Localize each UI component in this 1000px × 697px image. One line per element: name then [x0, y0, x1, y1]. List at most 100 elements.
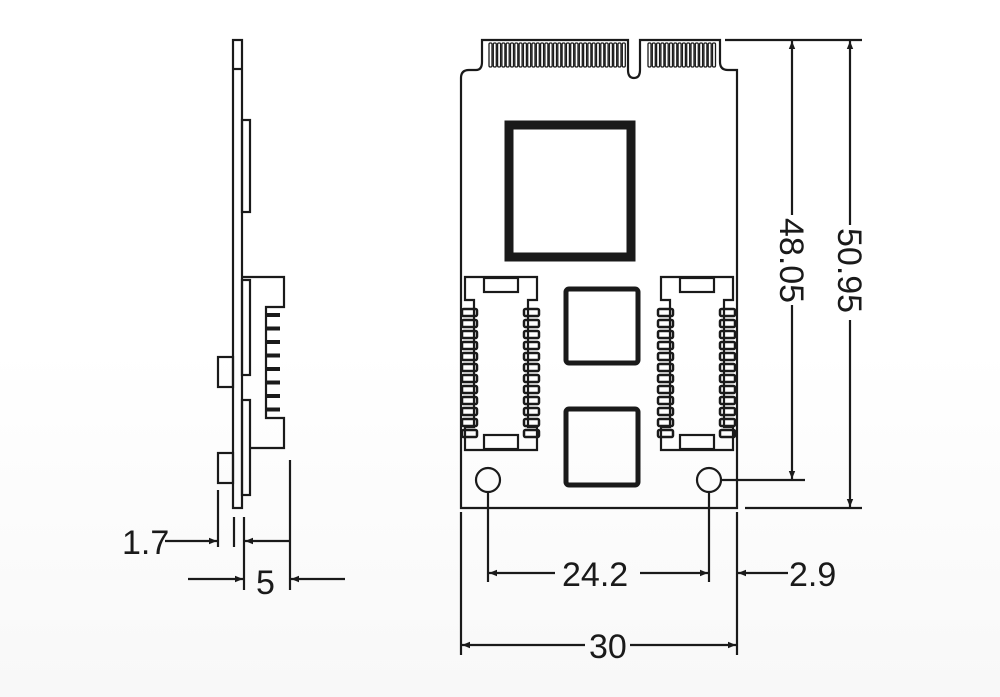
memory-chip	[563, 406, 641, 488]
connector-latch	[482, 276, 520, 294]
front-view: 24.2 2.9 30 48.05 50.95	[459, 38, 868, 666]
gold-finger	[677, 42, 682, 68]
connector-pin	[718, 428, 737, 439]
dim-label-2-9: 2.9	[789, 556, 836, 594]
dim-label-5: 5	[256, 564, 275, 602]
side-pcb	[231, 38, 244, 510]
gold-finger	[600, 42, 605, 68]
connector-pin	[522, 307, 541, 318]
gold-finger	[664, 42, 669, 68]
gold-finger	[621, 42, 626, 68]
dim-label-1-7: 1.7	[122, 524, 169, 562]
gold-finger	[531, 42, 536, 68]
side-chip	[240, 398, 252, 497]
memory-chip	[563, 286, 641, 366]
gold-finger	[496, 42, 502, 68]
gold-finger	[647, 42, 652, 68]
gold-finger	[539, 42, 545, 68]
connector-latch	[678, 276, 716, 294]
mounting-hole-left	[474, 466, 502, 494]
connector-pin	[522, 395, 541, 406]
pin	[266, 394, 280, 398]
connector-pin	[718, 307, 737, 318]
connector-pin	[656, 406, 675, 417]
gold-finger	[578, 42, 583, 68]
connector-pin	[522, 373, 541, 384]
side-chip	[240, 278, 252, 377]
connector-pin	[460, 373, 479, 384]
connector-pin	[656, 307, 675, 318]
connector-pin	[522, 362, 541, 373]
gold-finger	[613, 42, 618, 68]
connector-pin	[522, 384, 541, 395]
connector-pin	[460, 329, 479, 340]
gold-finger	[548, 42, 553, 68]
connector-pin	[656, 373, 675, 384]
connector-pin	[460, 318, 479, 329]
gold-finger	[617, 42, 622, 68]
gold-finger	[505, 42, 510, 68]
gold-finger	[552, 42, 558, 68]
connector-pin	[718, 395, 737, 406]
side-view: 1.7 5	[122, 38, 345, 602]
connector-pin	[718, 351, 737, 362]
connector-latch	[678, 433, 716, 451]
connector-pin	[522, 417, 541, 428]
main-processor-chip	[504, 120, 636, 262]
connector-body	[659, 275, 735, 452]
connector-pin	[656, 428, 675, 439]
connector-pin	[656, 329, 675, 340]
gold-finger	[698, 42, 704, 68]
pin	[266, 367, 280, 371]
connector-right	[656, 275, 737, 452]
connector-latch	[482, 433, 520, 451]
pin	[266, 326, 280, 331]
connector-pin	[522, 318, 541, 329]
gold-finger	[608, 42, 614, 68]
gold-finger	[509, 42, 515, 68]
dim-label-24-2: 24.2	[562, 556, 628, 594]
pin	[266, 313, 280, 317]
gold-finger	[501, 42, 506, 68]
side-component	[216, 451, 235, 485]
connector-pin	[656, 384, 675, 395]
connector-pin	[460, 340, 479, 351]
gold-finger	[668, 42, 674, 68]
gold-finger	[518, 42, 523, 68]
connector-pin	[656, 417, 675, 428]
connector-pin	[656, 318, 675, 329]
gold-finger	[681, 42, 687, 68]
pin	[266, 380, 280, 385]
gold-finger	[557, 42, 562, 68]
connector-left	[460, 275, 541, 452]
gold-finger	[582, 42, 588, 68]
pin	[266, 407, 280, 412]
gold-finger	[686, 42, 691, 68]
connector-pin	[522, 351, 541, 362]
pin	[266, 353, 280, 358]
gold-finger	[707, 42, 712, 68]
pin	[266, 340, 280, 344]
pcb-outline	[459, 38, 739, 510]
gold-finger	[544, 42, 549, 68]
connector-pin	[460, 351, 479, 362]
connector-pin	[522, 329, 541, 340]
side-chip	[240, 118, 252, 214]
edge-connector-fingers	[488, 42, 717, 68]
connector-pin	[718, 417, 737, 428]
dim-label-48-05: 48.05	[772, 218, 810, 303]
connector-pin	[460, 417, 479, 428]
connector-pin	[656, 351, 675, 362]
connector-pin	[718, 362, 737, 373]
dim-label-50-95: 50.95	[830, 228, 868, 313]
side-component	[216, 355, 235, 389]
connector-pin	[460, 307, 479, 318]
connector-pin	[718, 406, 737, 417]
gold-finger	[587, 42, 592, 68]
gold-finger	[488, 42, 493, 68]
connector-pin	[460, 428, 479, 439]
gold-finger	[492, 42, 497, 68]
connector-pin	[522, 340, 541, 351]
connector-pin	[522, 428, 541, 439]
